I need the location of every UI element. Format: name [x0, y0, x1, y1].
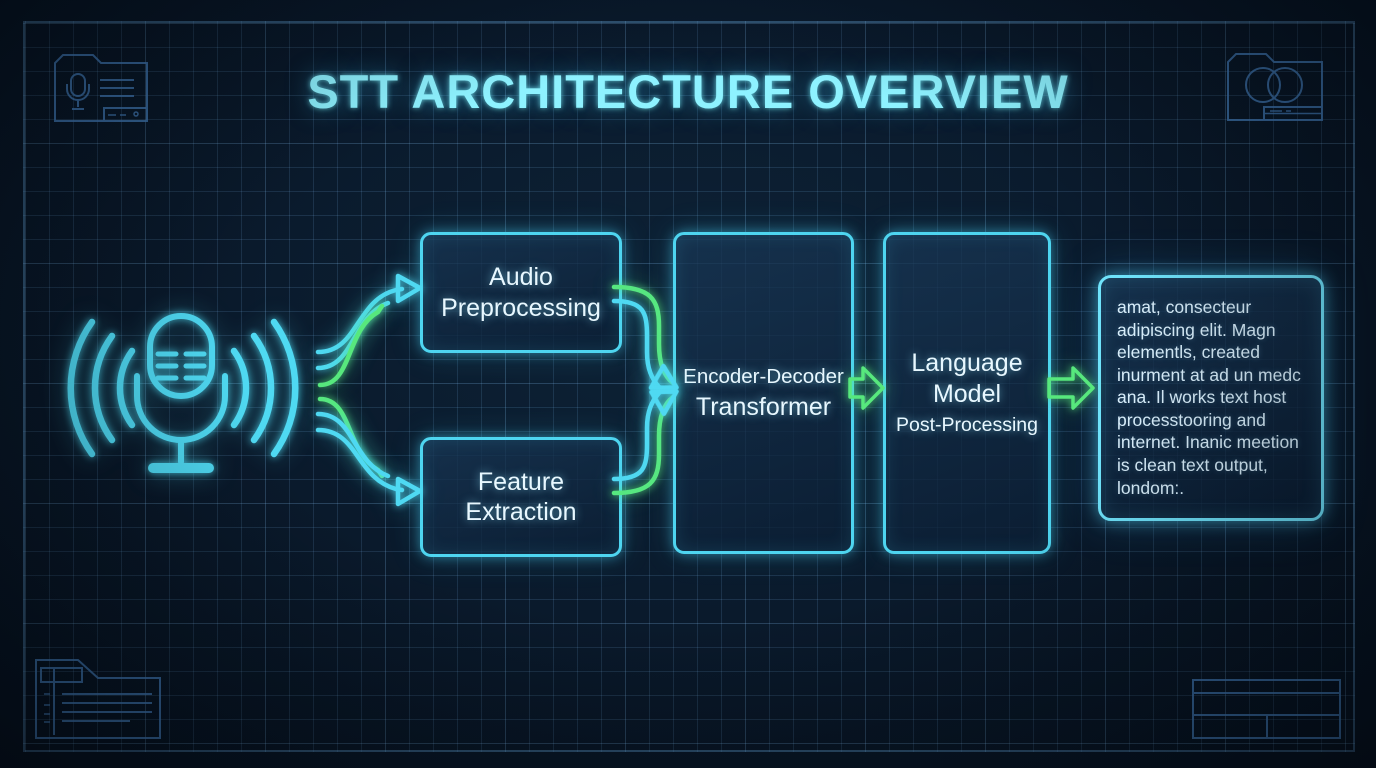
node-label: Feature Extraction — [465, 467, 577, 527]
node-label-top: Language Model — [911, 349, 1023, 408]
node-text-output: amat, consecteur adipiscing elit. Magn e… — [1098, 275, 1324, 521]
node-language-model-post-processing: Language Model Post-Processing — [883, 232, 1051, 554]
node-audio-preprocessing: Audio Preprocessing — [420, 232, 622, 353]
node-label-bottom: Transformer — [695, 392, 832, 421]
node-encoder-decoder-transformer: Encoder-Decoder Transformer — [673, 232, 854, 554]
page-title: STT ARCHITECTURE OVERVIEW — [307, 65, 1069, 118]
node-label-top: Encoder-Decoder — [683, 364, 844, 388]
node-label: Audio Preprocessing — [441, 263, 601, 322]
output-text: amat, consecteur adipiscing elit. Magn e… — [1117, 297, 1301, 498]
node-feature-extraction: Feature Extraction — [420, 437, 622, 557]
node-label-bottom: Post-Processing — [896, 414, 1038, 437]
